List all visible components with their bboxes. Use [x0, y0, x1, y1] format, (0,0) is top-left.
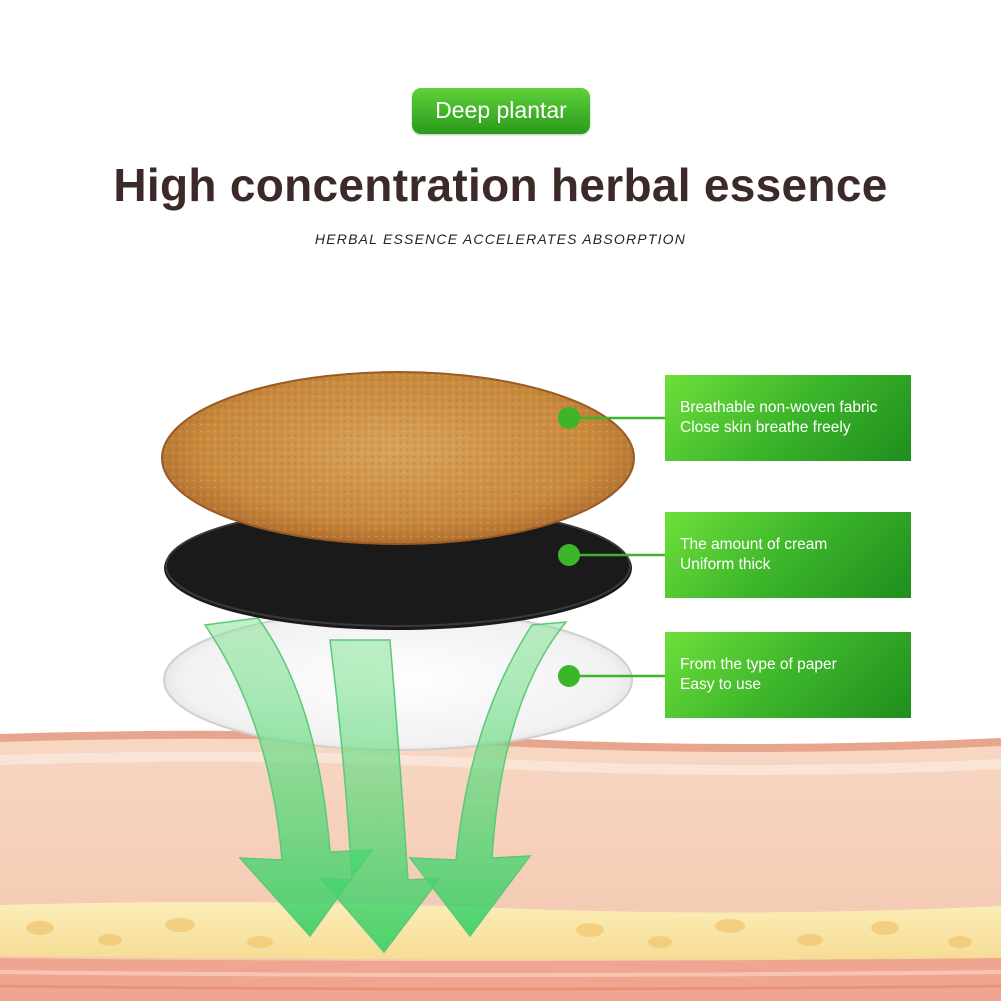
connector-dot-paper: [558, 665, 580, 687]
callout-fabric: Breathable non-woven fabric Close skin b…: [665, 375, 911, 461]
callout-cream-line1: The amount of cream: [680, 536, 828, 553]
badge-deep-plantar: Deep plantar: [412, 88, 590, 134]
connector-dot-cream: [558, 544, 580, 566]
callout-cream: The amount of cream Uniform thick: [665, 512, 911, 598]
callout-fabric-line1: Breathable non-woven fabric: [680, 399, 878, 416]
callout-fabric-line2: Close skin breathe freely: [680, 419, 851, 436]
callout-cream-line2: Uniform thick: [680, 556, 771, 573]
callout-paper-line1: From the type of paper: [680, 656, 837, 673]
callout-paper-line2: Easy to use: [680, 676, 761, 693]
connectors: [558, 407, 665, 687]
page-title: High concentration herbal essence: [113, 159, 888, 211]
connector-dot-fabric: [558, 407, 580, 429]
absorption-arrows: [203, 617, 568, 954]
callout-paper: From the type of paper Easy to use: [665, 632, 911, 718]
page-subtitle: HERBAL ESSENCE ACCELERATES ABSORPTION: [314, 231, 687, 247]
cream-layer: [164, 506, 632, 630]
fabric-layer: [161, 371, 635, 545]
